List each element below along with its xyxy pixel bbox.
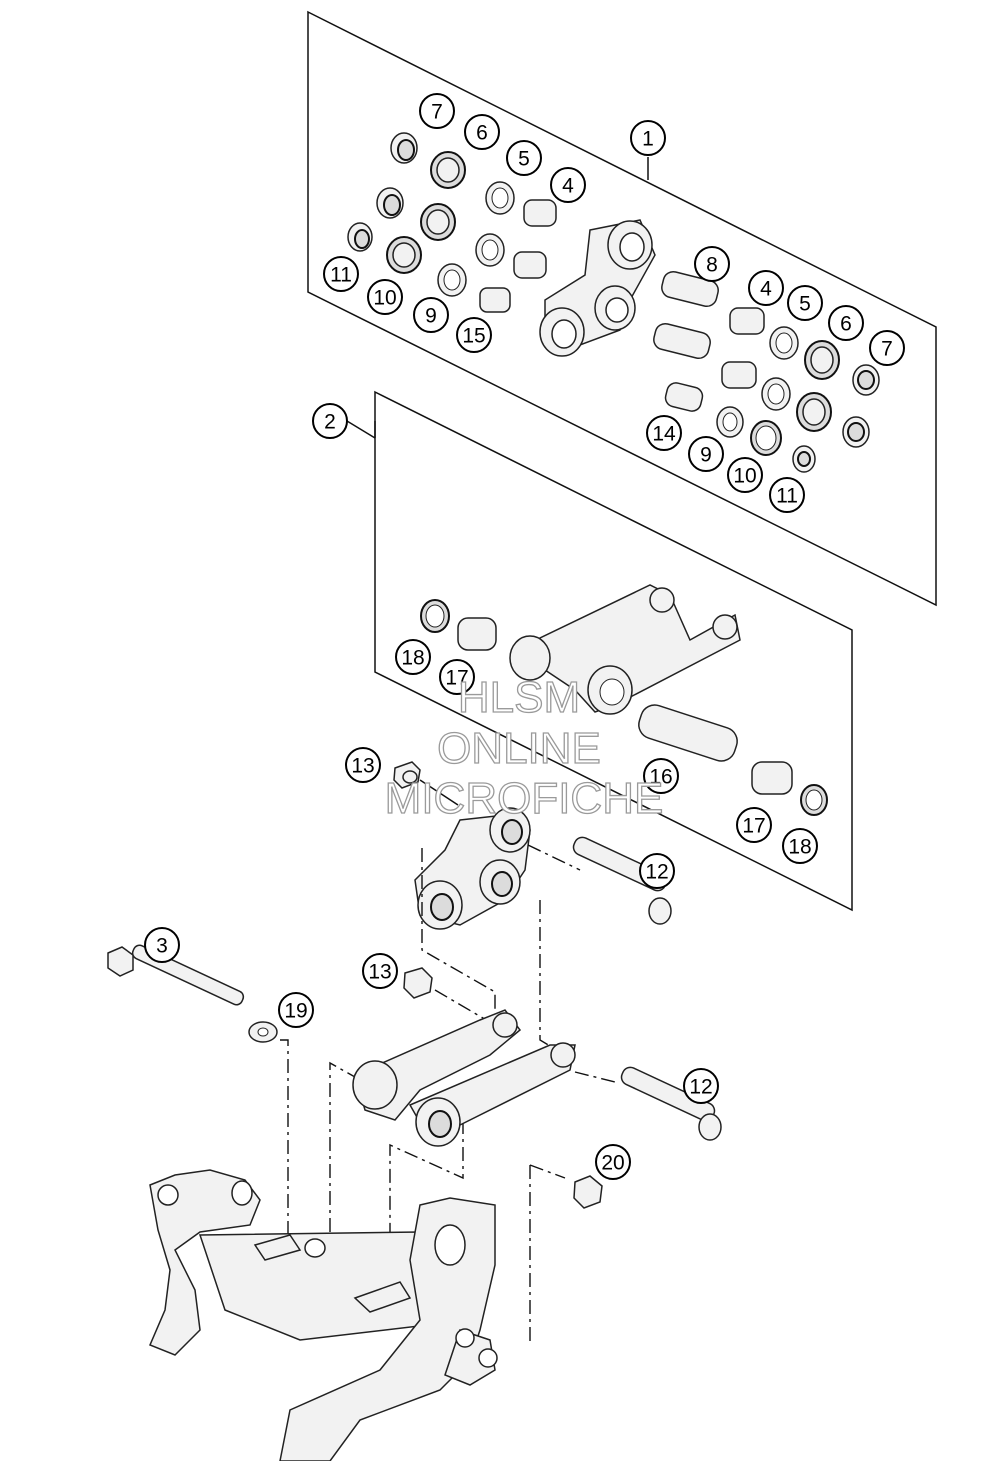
svg-text:15: 15 [462, 325, 485, 348]
callout-4: 4 [748, 270, 784, 306]
svg-text:3: 3 [156, 935, 168, 958]
svg-text:7: 7 [431, 101, 443, 124]
svg-text:11: 11 [776, 485, 798, 508]
callout-17: 17 [439, 659, 475, 695]
kit-1-left-bearings [347, 132, 557, 313]
svg-text:12: 12 [689, 1076, 712, 1099]
svg-text:5: 5 [518, 148, 530, 171]
assembly-pull-rods [352, 967, 722, 1209]
svg-text:19: 19 [284, 1000, 307, 1023]
svg-text:17: 17 [445, 667, 468, 690]
watermark: HLSM ONLINE MICROFICHE [384, 672, 664, 823]
svg-text:20: 20 [601, 1152, 624, 1175]
kit-2-parts [420, 584, 828, 816]
svg-text:8: 8 [706, 254, 718, 277]
kit-1-panel [307, 10, 937, 607]
svg-text:14: 14 [652, 423, 676, 446]
frame-section [149, 1169, 498, 1461]
callout-6: 6 [464, 114, 500, 150]
svg-text:1: 1 [642, 128, 654, 151]
svg-text:10: 10 [733, 465, 756, 488]
callout-5: 5 [787, 285, 823, 321]
callout-20: 20 [595, 1144, 631, 1180]
svg-text:2: 2 [324, 411, 336, 434]
callout-16: 16 [643, 758, 679, 794]
svg-text:9: 9 [425, 305, 437, 328]
svg-text:6: 6 [840, 313, 852, 336]
kit-1-right-bearings [653, 270, 880, 473]
callout-13: 13 [345, 747, 381, 783]
svg-text:9: 9 [700, 444, 712, 467]
svg-text:4: 4 [562, 175, 574, 198]
callout-13: 13 [362, 953, 398, 989]
callout-6: 6 [828, 305, 864, 341]
callout-leaders [346, 157, 649, 439]
callout-9: 9 [413, 297, 449, 333]
svg-text:18: 18 [788, 836, 811, 859]
watermark-line-3: MICROFICHE [385, 774, 664, 823]
assembly-bolt-and-washer [107, 944, 278, 1043]
callout-18: 18 [782, 828, 818, 864]
callout-15: 15 [456, 317, 492, 353]
callout-1: 1 [630, 120, 666, 156]
callout-7: 7 [869, 330, 905, 366]
svg-text:10: 10 [373, 287, 396, 310]
svg-text:5: 5 [799, 293, 811, 316]
callout-12: 12 [639, 853, 675, 889]
svg-text:17: 17 [742, 815, 765, 838]
svg-text:16: 16 [649, 766, 672, 789]
callout-12: 12 [683, 1068, 719, 1104]
callout-7: 7 [419, 93, 455, 129]
svg-text:4: 4 [760, 278, 772, 301]
callout-10: 10 [367, 279, 403, 315]
svg-text:13: 13 [351, 755, 374, 778]
callout-18: 18 [395, 639, 431, 675]
svg-text:6: 6 [476, 122, 488, 145]
svg-text:12: 12 [645, 861, 668, 884]
callout-2: 2 [312, 403, 348, 439]
callout-11: 11 [323, 256, 359, 292]
kit-2-panel [374, 390, 853, 912]
callout-11: 11 [769, 477, 805, 513]
callout-19: 19 [278, 992, 314, 1028]
callout-8: 8 [694, 246, 730, 282]
watermark-line-1: HLSM [458, 673, 580, 722]
watermark-line-2: ONLINE [437, 724, 601, 773]
callout-17: 17 [736, 807, 772, 843]
callout-10: 10 [727, 457, 763, 493]
svg-text:7: 7 [881, 338, 893, 361]
callout-5: 5 [506, 140, 542, 176]
kit-1-rocker-link [539, 219, 656, 357]
svg-text:18: 18 [401, 647, 424, 670]
callout-3: 3 [144, 927, 180, 963]
svg-text:11: 11 [330, 264, 352, 287]
callout-9: 9 [688, 436, 724, 472]
callout-4: 4 [550, 167, 586, 203]
svg-text:13: 13 [368, 961, 391, 984]
callout-14: 14 [646, 415, 682, 451]
